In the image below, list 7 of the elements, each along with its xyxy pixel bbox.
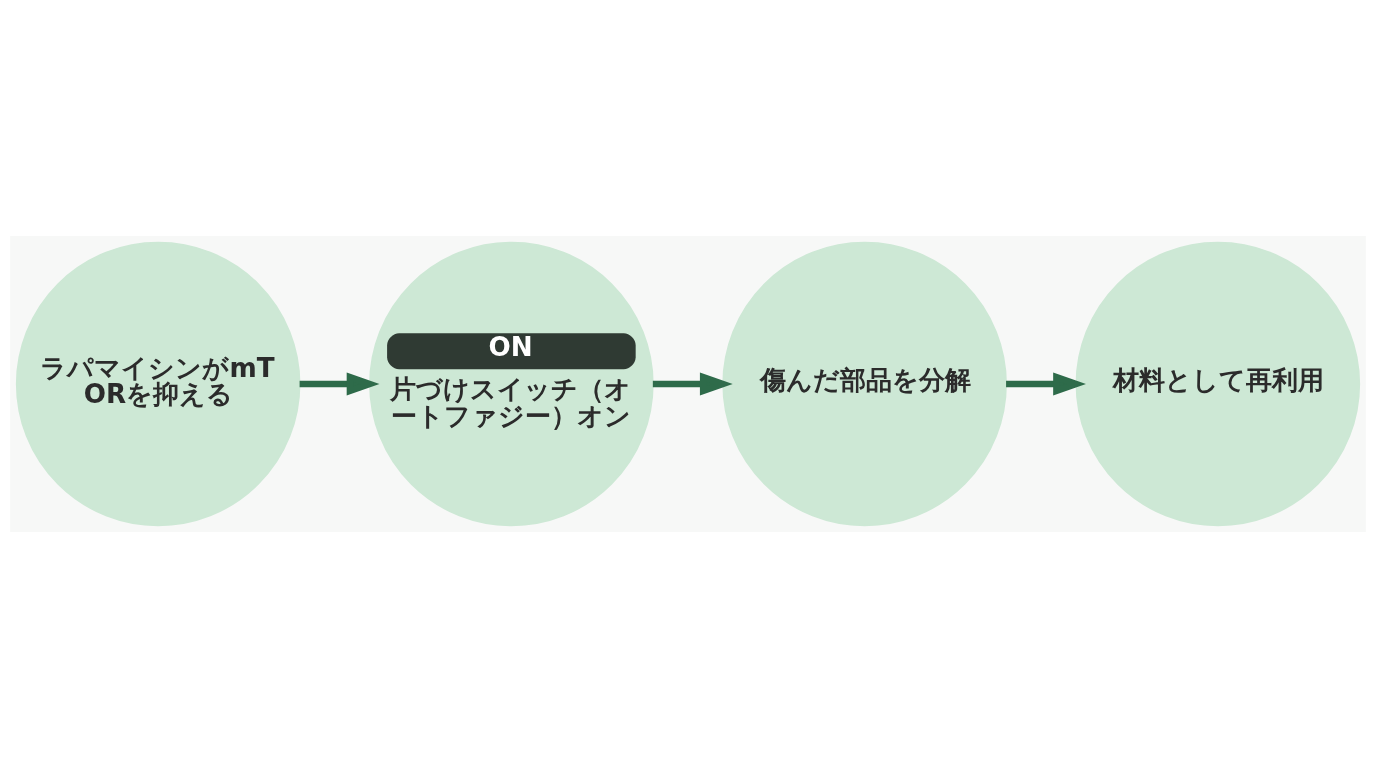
arrow bbox=[299, 372, 380, 396]
arrow bbox=[1006, 372, 1086, 396]
arrow bbox=[652, 372, 733, 396]
node-circle: 材料として再利用 bbox=[1075, 241, 1361, 527]
node-circle: ON 片づけスイッチ（オートファジー）オン bbox=[369, 241, 654, 527]
node-circle: 傷んだ部品を分解 bbox=[722, 241, 1007, 527]
node-circle: ラパマイシンがmTORを抑える bbox=[15, 241, 301, 527]
